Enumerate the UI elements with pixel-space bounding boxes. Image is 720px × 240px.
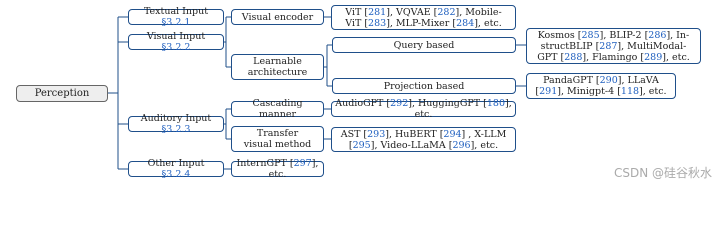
projection-leaf-line1: PandaGPT [290], LLaVA (543, 75, 659, 86)
projection-based-label: Projection based (383, 80, 465, 92)
transfer-visual-method-node: Transfer visual method (231, 126, 324, 152)
projection-based-node: Projection based (332, 78, 516, 94)
other-leaf-text: InternGPT [297], etc. (236, 158, 319, 180)
cascading-manner-label: Cascading manner (252, 98, 303, 120)
transfer-leaf-line2: [295], Video-LLaMA [296], etc. (348, 139, 499, 151)
cascading-leaf: AudioGPT [292], HuggingGPT [180], etc. (331, 98, 516, 120)
transfer-leaf: AST [293], HuBERT [294] , X-LLM [295], V… (331, 127, 516, 152)
visual-encoder-label: Visual encoder (241, 11, 314, 23)
cascading-leaf-text: AudioGPT [292], HuggingGPT [180], etc. (335, 98, 512, 120)
root-label: Perception (34, 88, 90, 99)
query-leaf-line3: GPT [288], Flamingo [289], etc. (537, 51, 690, 63)
learnable-architecture-node: Learnable architecture (231, 54, 324, 80)
visual-input-node: Visual Input §3.2.2 (128, 31, 224, 53)
watermark: CSDN @硅谷秋水 (613, 166, 712, 180)
cascading-manner-node: Cascading manner (231, 98, 324, 120)
visual-encoder-leaf: ViT [281], VQVAE [282], Mobile- ViT [283… (331, 5, 516, 30)
textual-input-label: Textual Input §3.2.1 (143, 6, 209, 28)
perception-root-node: Perception (16, 85, 108, 102)
projection-leaf-line2: [291], Minigpt-4 [118], etc. (535, 86, 667, 97)
visual-encoder-leaf-line2: ViT [283], MLP-Mixer [284], etc. (345, 17, 502, 29)
visual-encoder-leaf-line1: ViT [281], VQVAE [282], Mobile- (345, 6, 502, 18)
visual-input-label: Visual Input §3.2.2 (146, 31, 206, 53)
query-based-node: Query based (332, 37, 516, 53)
learnable-line1: Learnable (253, 56, 302, 67)
other-input-label: Other Input §3.2.4 (147, 158, 205, 180)
other-input-node: Other Input §3.2.4 (128, 158, 224, 180)
connector-lines (108, 16, 526, 170)
transfer-line2: visual method (243, 139, 312, 150)
transfer-leaf-line1: AST [293], HuBERT [294] , X-LLM (340, 128, 507, 140)
visual-encoder-node: Visual encoder (231, 9, 324, 25)
auditory-input-node: Auditory Input §3.2.3 (128, 113, 224, 135)
query-leaf-line1: Kosmos [285], BLIP-2 [286], In- (537, 29, 690, 41)
learnable-line2: architecture (247, 67, 308, 78)
other-input-leaf: InternGPT [297], etc. (231, 158, 324, 180)
query-leaf-line2: structBLIP [287], MultiModal- (540, 40, 687, 52)
query-based-label: Query based (393, 39, 455, 51)
auditory-input-label: Auditory Input §3.2.3 (140, 113, 212, 135)
transfer-line1: Transfer (256, 128, 299, 139)
query-based-leaf: Kosmos [285], BLIP-2 [286], In- structBL… (526, 28, 701, 64)
projection-based-leaf: PandaGPT [290], LLaVA [291], Minigpt-4 [… (526, 73, 676, 99)
textual-input-node: Textual Input §3.2.1 (128, 6, 224, 28)
perception-taxonomy-diagram: Perception Textual Input §3.2.1 Visual I… (16, 5, 712, 180)
